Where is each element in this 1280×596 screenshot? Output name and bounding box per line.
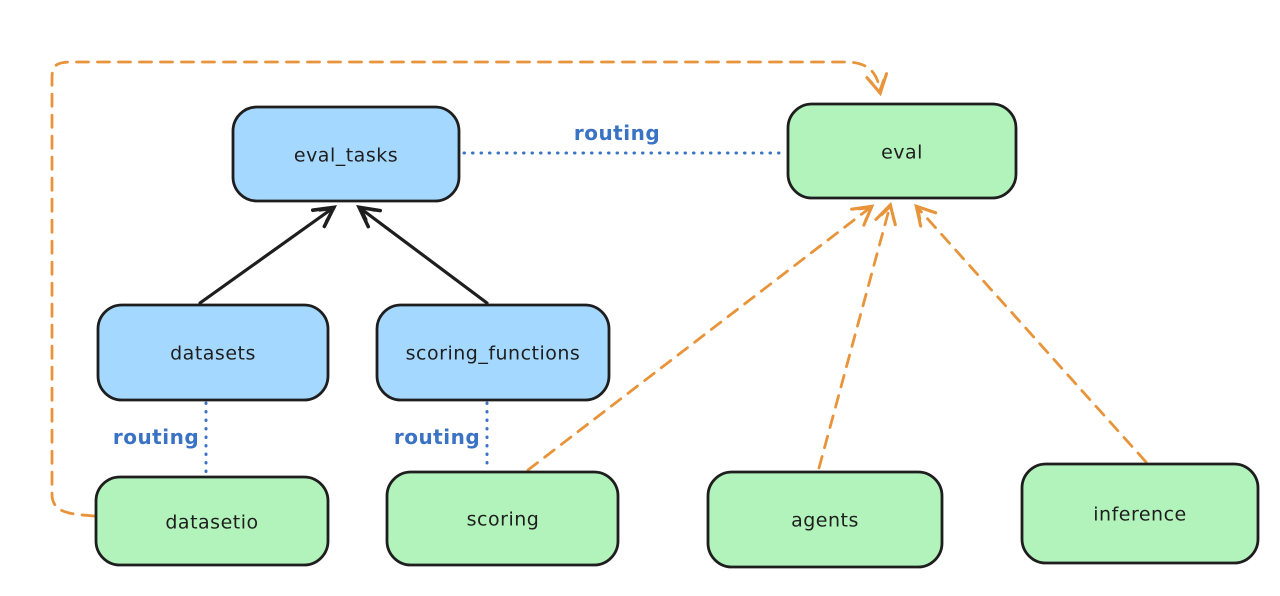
node-scoring-functions: scoring_functions: [375, 303, 611, 402]
node-datasetio: datasetio: [94, 475, 330, 567]
node-agents-box: [706, 470, 944, 569]
node-datasets-label: datasets: [170, 343, 256, 365]
node-datasets-box: [96, 303, 330, 402]
node-eval-tasks-box: [231, 105, 461, 203]
node-scoring-functions-label: scoring_functions: [406, 343, 581, 365]
edge-datasets-to-eval-tasks: [198, 205, 337, 305]
node-eval-label: eval: [881, 142, 923, 164]
node-datasets: datasets: [96, 303, 330, 402]
node-inference-label: inference: [1093, 504, 1186, 526]
routing-label-top: routing: [574, 121, 660, 145]
routing-label-scoring: routing: [394, 425, 480, 449]
node-eval-tasks-label: eval_tasks: [294, 145, 398, 167]
edge-inference-to-eval: [914, 203, 1148, 464]
edge-datasetio-to-eval: [50, 60, 889, 518]
node-scoring-label: scoring: [467, 509, 540, 531]
node-scoring-functions-box: [375, 303, 611, 402]
node-eval-tasks: eval_tasks: [231, 105, 461, 203]
node-eval: eval: [786, 102, 1018, 200]
node-eval-box: [786, 102, 1018, 200]
node-inference-box: [1020, 462, 1260, 565]
routing-label-datasets: routing: [113, 425, 199, 449]
node-agents-label: agents: [791, 510, 859, 532]
node-datasetio-box: [94, 475, 330, 567]
edge-scoring-to-eval: [526, 204, 875, 472]
node-scoring: scoring: [385, 470, 620, 567]
node-agents: agents: [706, 470, 944, 569]
node-scoring-box: [385, 470, 620, 567]
edge-scoring-functions-to-eval-tasks: [356, 205, 489, 305]
edge-agents-to-eval: [817, 201, 897, 470]
node-inference: inference: [1020, 462, 1260, 565]
node-datasetio-label: datasetio: [165, 512, 258, 534]
